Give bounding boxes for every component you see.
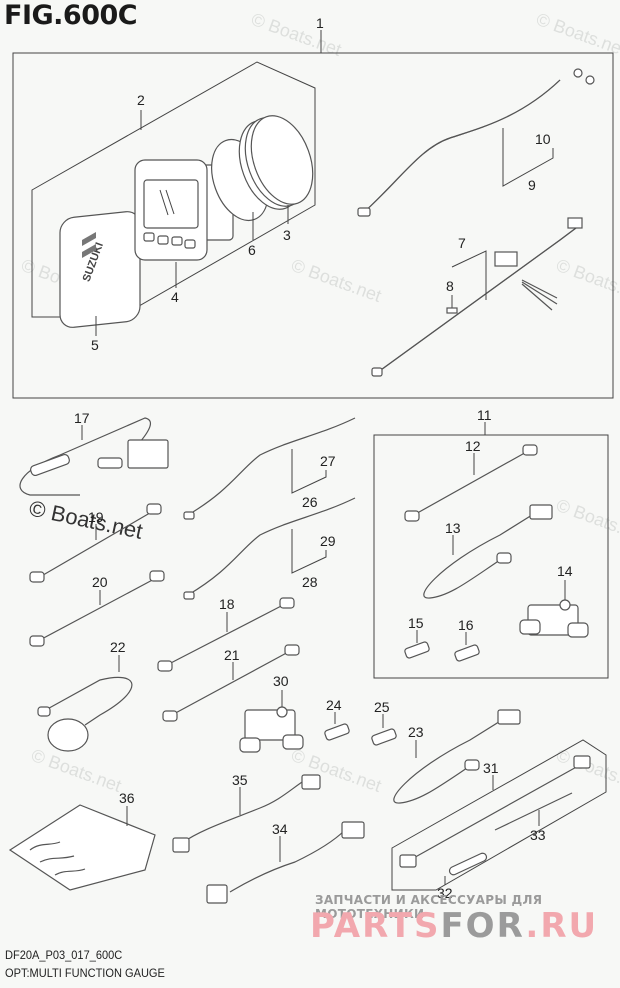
- callout-19: 19: [88, 509, 104, 525]
- assembly-31-frame: [391, 739, 607, 891]
- callout-13: 13: [445, 520, 461, 536]
- part-17-sensor[interactable]: [19, 417, 169, 496]
- callout-33: 33: [530, 827, 546, 843]
- callout-21: 21: [224, 647, 240, 663]
- callout-1: 1: [316, 15, 324, 31]
- part-4-gauge[interactable]: [134, 159, 234, 261]
- part-31-harness[interactable]: [399, 755, 591, 868]
- promo-brand-part-b: FOR: [440, 906, 526, 946]
- part-28-harness[interactable]: [183, 497, 356, 600]
- callout-32: 32: [437, 885, 453, 901]
- callout-34: 34: [272, 821, 288, 837]
- callout-7: 7: [458, 235, 466, 251]
- gauge-button[interactable]: [157, 235, 169, 245]
- gauge-button[interactable]: [184, 239, 196, 249]
- assembly-1-frame: [12, 52, 614, 399]
- callout-15: 15: [408, 615, 424, 631]
- assembly-11-frame: [373, 434, 609, 679]
- callout-16: 16: [458, 617, 474, 633]
- callout-23: 23: [408, 724, 424, 740]
- watermark-boats: © Boats.net: [554, 745, 620, 796]
- assembly-11-group: 11 12 13 14 15 16: [373, 407, 609, 679]
- callout-6: 6: [248, 242, 256, 258]
- callout-30: 30: [273, 673, 289, 689]
- callout-2: 2: [137, 92, 145, 108]
- callout-12: 12: [465, 438, 481, 454]
- callout-14: 14: [557, 563, 573, 579]
- part-25-terminator[interactable]: [371, 728, 397, 746]
- callout-17: 17: [74, 410, 90, 426]
- callout-28: 28: [302, 574, 318, 590]
- assembly-31-group: 31 33 32: [391, 739, 607, 901]
- callout-11: 11: [477, 407, 492, 423]
- promo-tagline: ЗАПЧАСТИ И АКСЕССУАРЫ ДЛЯ МОТОТЕХНИКИ: [315, 893, 543, 921]
- gauge-button[interactable]: [171, 236, 183, 246]
- watermark-boats-dark: © Boats.net: [27, 495, 145, 543]
- callout-27: 27: [320, 453, 336, 469]
- part-35-adapter-harness[interactable]: [172, 774, 321, 853]
- callout-26: 26: [302, 494, 318, 510]
- callout-4: 4: [171, 289, 179, 305]
- watermark-boats: © Boats.net: [29, 745, 124, 796]
- callout-9: 9: [528, 177, 536, 193]
- callout-20: 20: [92, 574, 108, 590]
- callout-8: 8: [446, 278, 454, 294]
- part-22-sensor[interactable]: [37, 676, 133, 752]
- part-18-cable[interactable]: [157, 597, 295, 672]
- callout-29: 29: [320, 533, 336, 549]
- promo-brand-part-c: .RU: [525, 906, 599, 946]
- part-9-harness[interactable]: [357, 68, 595, 217]
- part-34-adapter-harness[interactable]: [206, 821, 365, 904]
- part-3-nut[interactable]: [228, 107, 324, 218]
- part-32-fuse-holder[interactable]: [448, 852, 488, 876]
- callout-5: 5: [91, 337, 99, 353]
- part-5-cover[interactable]: SUZUKI: [59, 210, 141, 328]
- callout-3: 3: [283, 227, 291, 243]
- callout-31: 31: [483, 760, 499, 776]
- part-24-terminator[interactable]: [324, 723, 350, 741]
- part-19-cable[interactable]: [29, 503, 162, 583]
- promo-brand-logo: PARTSFOR.RU: [310, 906, 598, 946]
- assembly-1-group: 1 2 SUZUKI 5 4 6: [12, 15, 614, 399]
- watermark-boats: © Boats.net: [554, 255, 620, 306]
- callout-10: 10: [535, 131, 551, 147]
- assembly-2-frame: [31, 61, 316, 318]
- gauge-button[interactable]: [143, 232, 155, 242]
- figure-caption: OPT:MULTI FUNCTION GAUGE: [5, 966, 165, 980]
- callout-18: 18: [219, 596, 235, 612]
- callout-35: 35: [232, 772, 248, 788]
- part-16-terminator[interactable]: [454, 644, 480, 662]
- part-7-harness[interactable]: [371, 217, 583, 377]
- part-21-cable[interactable]: [162, 644, 300, 722]
- part-12-cable[interactable]: [404, 444, 538, 522]
- part-13-power-cable[interactable]: [423, 504, 553, 599]
- promo-brand-part-a: PARTS: [310, 906, 441, 946]
- part-30-tee-connector[interactable]: [239, 706, 304, 753]
- figure-code: DF20A_P03_017_600C: [5, 948, 123, 962]
- part-8-screw[interactable]: [446, 307, 458, 314]
- watermark-boats: © Boats.net: [534, 9, 620, 60]
- part-15-terminator[interactable]: [404, 641, 430, 659]
- figure-title: FIG.600C: [4, 0, 138, 31]
- part-14-tee-connector[interactable]: [519, 599, 589, 638]
- watermark-boats: © Boats.net: [249, 9, 344, 60]
- suzuki-logo-icon: [82, 232, 96, 258]
- callout-36: 36: [119, 790, 135, 806]
- callout-22: 22: [110, 639, 126, 655]
- watermark-boats: © Boats.net: [289, 255, 384, 306]
- part-23-power-cable[interactable]: [393, 709, 521, 804]
- watermark-boats: © Boats.net: [554, 495, 620, 546]
- callout-25: 25: [374, 699, 390, 715]
- callout-24: 24: [326, 697, 342, 713]
- part-26-harness[interactable]: [183, 417, 356, 520]
- part-36-parts-bag[interactable]: [8, 804, 156, 891]
- part-20-cable[interactable]: [29, 570, 165, 647]
- part-33-cable-tie[interactable]: [494, 792, 573, 831]
